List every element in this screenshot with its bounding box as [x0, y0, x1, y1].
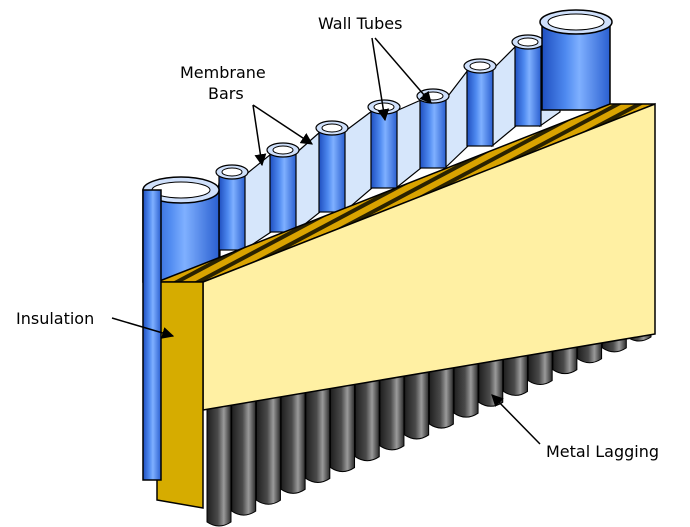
wall-tubes-label: Wall Tubes — [318, 14, 402, 33]
membrane-bar — [243, 152, 272, 252]
membrane-bar — [444, 68, 469, 170]
arrow-metal-lagging — [491, 394, 541, 445]
wall-tube-bore — [221, 167, 243, 177]
membrane-bar — [294, 130, 321, 234]
membrane-bars-label-line2: Bars — [208, 84, 244, 103]
arrow-membrane-2 — [252, 104, 314, 145]
membrane-bar — [395, 99, 422, 190]
arrow-membrane-1 — [252, 104, 267, 167]
insulation-side — [156, 281, 204, 509]
wall-tube-bore — [272, 145, 294, 155]
wall-tube — [419, 95, 447, 169]
wall-tube — [466, 65, 494, 147]
membrane-bars-label-line1: Membrane — [180, 63, 266, 82]
wall-tube-bore — [469, 61, 491, 71]
insulation-label: Insulation — [16, 309, 94, 328]
arrow-insulation — [111, 317, 175, 339]
right-header-bore — [547, 13, 605, 31]
wall-tube — [514, 41, 542, 127]
left-header-tube — [142, 189, 162, 481]
wall-tube-bore — [422, 91, 444, 101]
arrow-wall-tubes-1 — [371, 37, 390, 122]
arrow-wall-tubes-2 — [374, 37, 432, 104]
wall-tube — [370, 106, 398, 189]
leader-arrows — [111, 37, 541, 445]
membrane-bar — [491, 44, 517, 148]
lagging-corrugation — [206, 392, 232, 527]
right-header-tube — [541, 21, 611, 111]
wall-tube — [318, 127, 346, 213]
wall-tube — [218, 171, 246, 251]
wall-tube-bore — [517, 37, 539, 47]
membrane-bar — [343, 109, 373, 214]
insulation-block — [156, 102, 656, 509]
wall-tube-bore — [321, 123, 343, 133]
metal-lagging-label: Metal Lagging — [546, 442, 659, 461]
wall-tube — [269, 149, 297, 233]
